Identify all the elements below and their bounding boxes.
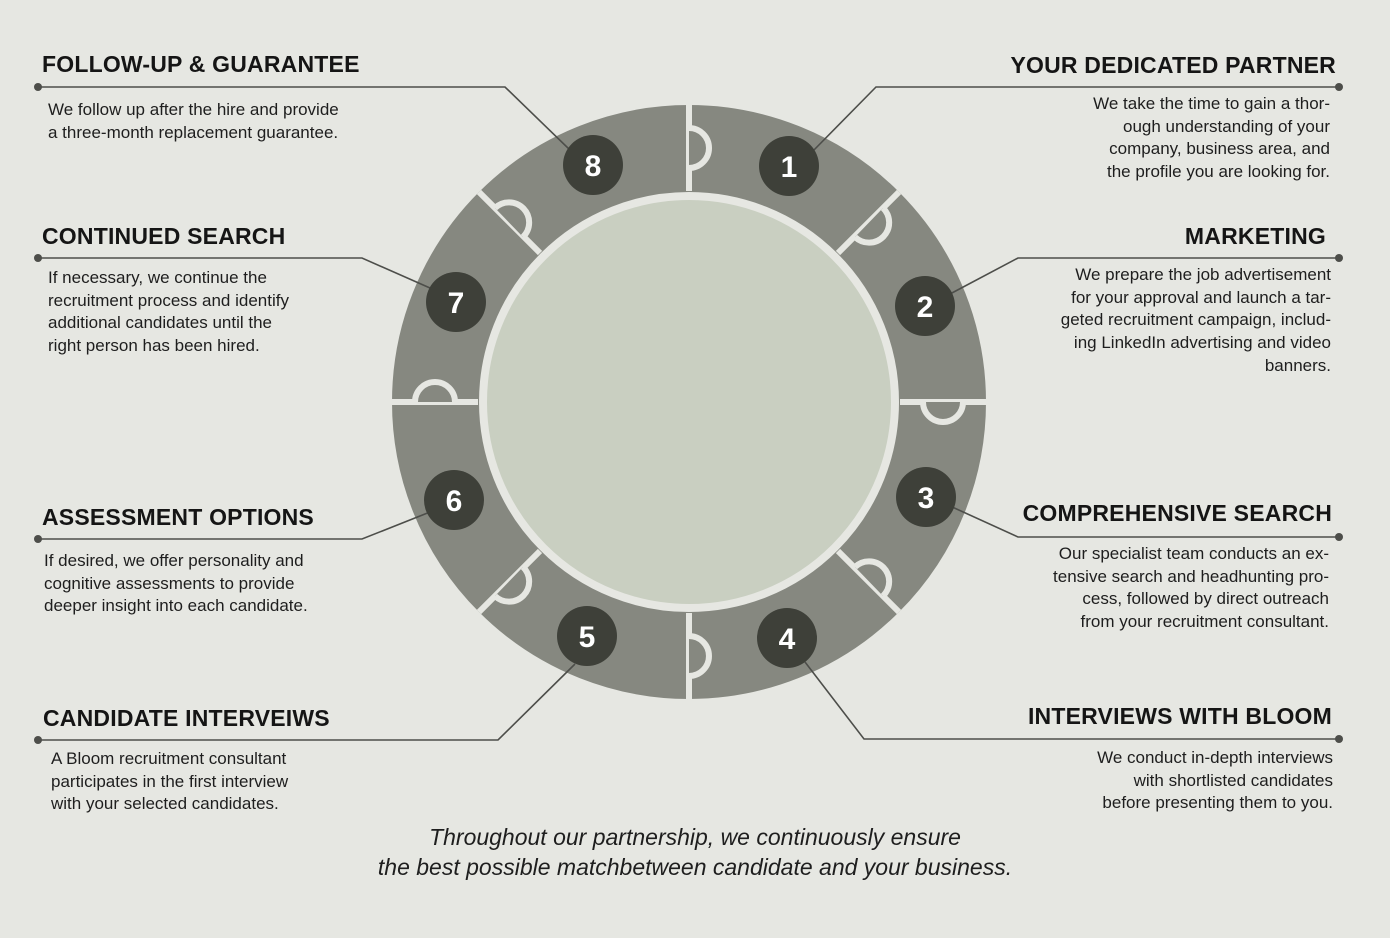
step-badge-1: 1 <box>759 136 819 196</box>
center-circle <box>479 192 899 612</box>
step-3-line: from your recruitment consultant. <box>1080 612 1329 632</box>
step-3-line: Our specialist team conducts an ex- <box>1058 544 1329 563</box>
step-2-line: We prepare the job advertisement <box>1075 265 1331 284</box>
step-3-title: COMPREHENSIVE SEARCH <box>1022 500 1332 526</box>
connector-step-5 <box>38 663 576 741</box>
puzzle-seams <box>392 105 986 699</box>
footer-line-1: Throughout our partnership, we continuou… <box>429 824 961 850</box>
step-8-line: We follow up after the hire and provide <box>48 100 339 119</box>
step-4-title: INTERVIEWS WITH BLOOM <box>1027 703 1332 729</box>
connector-step-8 <box>38 86 571 151</box>
step-6-line: deeper insight into each candidate. <box>44 596 308 616</box>
connector-step-1 <box>811 86 1339 153</box>
step-4-description: We conduct in-depth interviews with shor… <box>1097 747 1333 815</box>
step-7-description: If necessary, we continue the recruitmen… <box>48 267 289 358</box>
step-2-line: banners. <box>1264 355 1331 375</box>
step-7-title: CONTINUED SEARCH <box>42 223 286 249</box>
step-badge-2: 2 <box>895 276 955 336</box>
step-number-8: 8 <box>585 150 602 183</box>
step-8-line: a three-month replacement guarantee. <box>48 122 339 142</box>
connector-step-7 <box>38 257 431 289</box>
step-badge-4: 4 <box>757 608 817 668</box>
step-1-description: We take the time to gain a thor- ough un… <box>1093 93 1330 184</box>
footer-tagline: Throughout our partnership, we continuou… <box>0 822 1390 882</box>
step-6-title: ASSESSMENT OPTIONS <box>42 504 314 530</box>
step-5-title: CANDIDATE INTERVEIWS <box>43 705 330 731</box>
step-number-6: 6 <box>446 485 463 518</box>
step-7-line: additional candidates until the <box>48 313 272 333</box>
connector-step-4 <box>804 661 1339 740</box>
connector-step-2 <box>949 257 1339 295</box>
step-7-line: right person has been hired. <box>48 336 260 356</box>
step-badge-5: 5 <box>557 606 617 666</box>
step-badge-8: 8 <box>563 135 623 195</box>
step-1-line: the profile you are looking for. <box>1106 162 1330 182</box>
step-3-description: Our specialist team conducts an ex- tens… <box>1053 543 1329 634</box>
connector-end-dots <box>34 83 1343 744</box>
step-number-4: 4 <box>779 623 796 656</box>
step-5-line: A Bloom recruitment consultant <box>51 749 287 768</box>
step-5-line: participates in the first interview <box>51 771 289 791</box>
step-6-line: cognitive assessments to provide <box>44 573 295 593</box>
step-2-title: MARKETING <box>1184 223 1326 249</box>
step-number-3: 3 <box>918 482 935 515</box>
step-1-line: We take the time to gain a thor- <box>1093 94 1330 113</box>
puzzle-knobs <box>412 125 966 679</box>
step-3-line: tensive search and headhunting pro- <box>1053 566 1329 586</box>
step-8-title: FOLLOW-UP & GUARANTEE <box>42 51 360 77</box>
step-4-line: We conduct in-depth interviews <box>1097 748 1333 767</box>
step-2-line: ing LinkedIn advertising and video <box>1073 333 1331 353</box>
step-badge-3: 3 <box>896 467 956 527</box>
step-6-line: If desired, we offer personality and <box>44 551 304 570</box>
step-number-7: 7 <box>448 287 465 320</box>
step-5-description: A Bloom recruitment consultant participa… <box>51 748 288 816</box>
step-7-line: recruitment process and identify <box>48 290 289 310</box>
step-4-line: with shortlisted candidates <box>1133 770 1333 790</box>
step-5-line: with your selected candidates. <box>51 794 279 814</box>
step-badge-6: 6 <box>424 470 484 530</box>
connector-step-6 <box>38 511 431 540</box>
step-1-line: company, business area, and <box>1109 139 1330 159</box>
step-6-description: If desired, we offer personality and cog… <box>44 550 308 618</box>
step-2-line: for your approval and launch a tar- <box>1071 287 1331 307</box>
step-8-description: We follow up after the hire and provide … <box>48 99 339 144</box>
step-number-5: 5 <box>579 621 596 654</box>
step-1-title: YOUR DEDICATED PARTNER <box>1010 52 1336 78</box>
step-7-line: If necessary, we continue the <box>48 268 267 287</box>
step-badges: 1 2 3 4 5 6 7 8 <box>424 135 956 668</box>
step-1-line: ough understanding of your <box>1123 116 1330 136</box>
step-number-1: 1 <box>781 151 798 184</box>
step-4-line: before presenting them to you. <box>1102 793 1333 813</box>
connector-step-3 <box>949 505 1339 538</box>
footer-line-2: the best possible matchbetween candidate… <box>377 854 1013 880</box>
step-number-2: 2 <box>917 291 934 324</box>
step-badge-7: 7 <box>426 272 486 332</box>
connector-lines <box>38 86 1339 741</box>
step-2-description: We prepare the job advertisement for you… <box>1061 264 1331 378</box>
step-3-line: cess, followed by direct outreach <box>1082 589 1329 609</box>
step-2-line: geted recruitment campaign, includ- <box>1060 310 1331 330</box>
